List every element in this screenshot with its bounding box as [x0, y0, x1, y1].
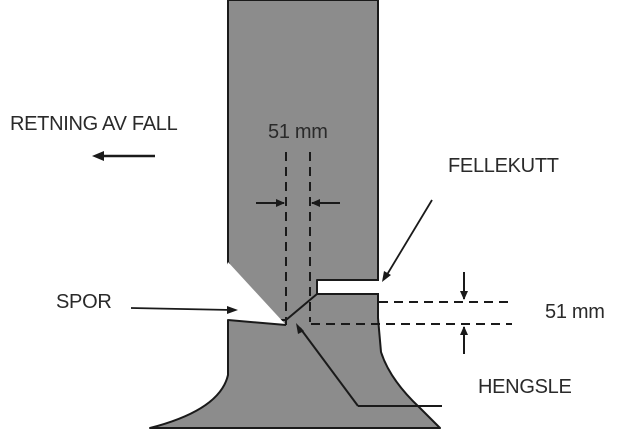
notch-leader-line [130, 307, 233, 311]
hinge-width-arrowhead-right [311, 199, 320, 207]
cut-offset-arrowhead-bottom [460, 326, 468, 335]
cut-offset-arrowhead-top [460, 291, 468, 300]
notch-label: SPOR [56, 291, 112, 313]
notch-lower-edge [227, 319, 287, 326]
felling-cut-label: FELLEKUTT [448, 155, 559, 177]
fall-direction-label: RETNING AV FALL [10, 113, 178, 135]
arrow-left-icon [92, 151, 104, 161]
felling-cut-leader-line [384, 199, 433, 279]
notch-wedge [228, 262, 286, 325]
hinge-leader-arrowhead [296, 323, 304, 334]
hinge-leader-diagonal [299, 327, 359, 407]
notch-leader-arrowhead [227, 306, 238, 314]
trunk-upper [227, 0, 379, 326]
felling-cut-kerf [317, 280, 381, 294]
hinge-width-arrowhead-left [276, 199, 285, 207]
trunk-lower [149, 293, 441, 429]
felling-cut-leader-arrowhead [382, 271, 391, 282]
hinge-width-label: 51 mm [268, 121, 328, 143]
cut-offset-label: 51 mm [545, 301, 605, 323]
hinge-label: HENGSLE [478, 376, 572, 398]
